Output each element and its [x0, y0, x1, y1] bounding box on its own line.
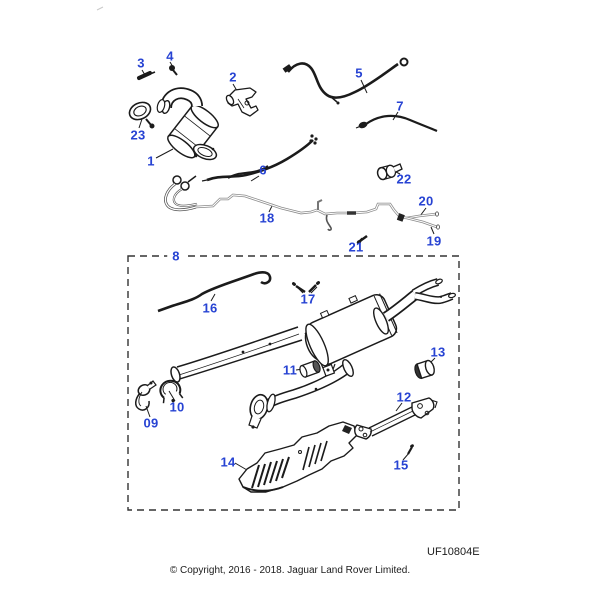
part-23-clamp	[128, 101, 155, 129]
callout-7: 7	[396, 98, 404, 114]
part-09-hook-bracket	[135, 380, 157, 411]
callout-2: 2	[229, 69, 237, 85]
callout-10: 10	[169, 399, 185, 415]
callout-09: 09	[143, 415, 159, 431]
part-17-bolts	[292, 281, 320, 293]
callout-19: 19	[426, 233, 442, 249]
callout-12: 12	[396, 389, 412, 405]
part-15-bolt	[407, 444, 414, 455]
part-13-rubber-mount	[414, 359, 435, 380]
stray-mark	[96, 6, 104, 11]
callout-15: 15	[393, 457, 409, 473]
callout-3: 3	[137, 55, 145, 71]
callout-1: 1	[147, 153, 155, 169]
callout-18: 18	[259, 210, 275, 226]
part-1-catalytic-converter	[156, 87, 219, 161]
callout-13: 13	[430, 344, 446, 360]
part-12-crossmember	[354, 397, 438, 440]
part-10-clamp	[159, 379, 184, 404]
callout-11: 11	[282, 362, 298, 378]
part-18-fuel-lines	[164, 175, 440, 231]
part-5-oxygen-sensor-wire	[282, 57, 409, 105]
front-pipe	[170, 326, 303, 383]
twin-tailpipes	[382, 278, 457, 322]
lower-pipe	[248, 358, 354, 429]
part-6-oxygen-sensor-wire	[201, 134, 318, 182]
clamp-next-to-bushing	[322, 363, 336, 377]
callout-16: 16	[202, 300, 218, 316]
callout-22: 22	[396, 171, 412, 187]
part-4-screw	[169, 65, 178, 76]
part-16-hanger-rod	[157, 271, 272, 313]
callout-6: 6	[259, 162, 267, 178]
callout-20: 20	[418, 193, 434, 209]
part-3-bolt	[137, 71, 156, 80]
part-11-bushing	[299, 360, 321, 378]
part-7-oxygen-sensor-wire	[355, 114, 438, 133]
muffler	[305, 293, 398, 367]
callout-8: 8	[167, 249, 185, 263]
callout-23: 23	[130, 127, 146, 143]
callout-5: 5	[355, 65, 363, 81]
callout-4: 4	[166, 48, 174, 64]
copyright-text: © Copyright, 2016 - 2018. Jaguar Land Ro…	[169, 565, 411, 576]
exhaust-assembly	[170, 278, 457, 429]
group-box-8	[127, 255, 460, 511]
part-2-bracket	[225, 87, 259, 117]
part-14-heat-shield	[238, 421, 358, 493]
callout-21: 21	[348, 239, 364, 255]
part-21-screw	[356, 234, 368, 245]
part-22-clip	[376, 163, 403, 181]
callout-17: 17	[300, 291, 316, 307]
drawing-code: UF10804E	[427, 546, 480, 558]
callout-14: 14	[220, 454, 236, 470]
